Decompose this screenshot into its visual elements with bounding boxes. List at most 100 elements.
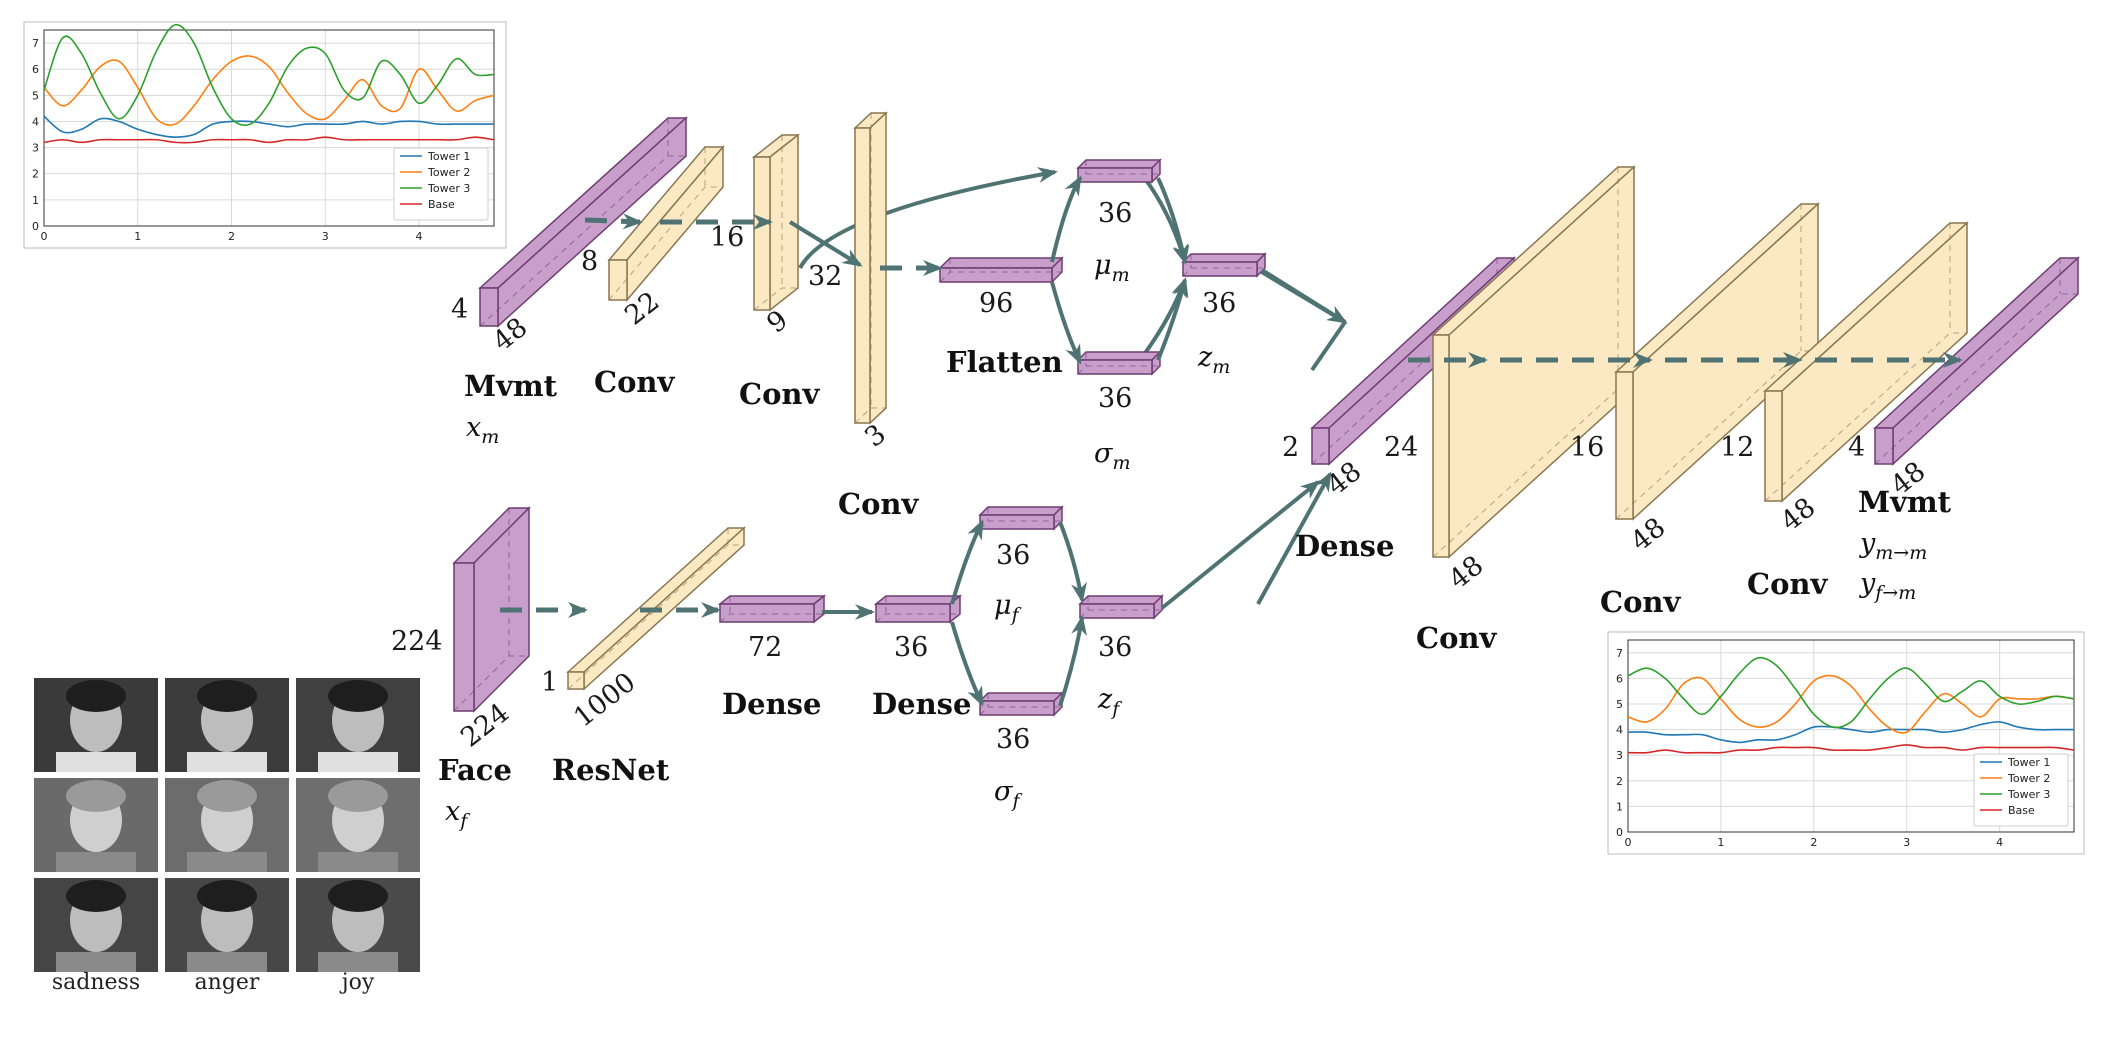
- layer-mu-m: [1076, 158, 1162, 184]
- face-caption: joy: [339, 970, 375, 995]
- label-conv1-decoder: Conv: [1416, 621, 1498, 655]
- dim-conv3-decoder-depth: 12: [1720, 432, 1754, 463]
- arrow-sigma-f-z-f: [1058, 615, 1088, 707]
- arrow-dense2-sigma-f: [950, 621, 984, 707]
- y-tick-label: 7: [32, 37, 39, 50]
- layer-resnet: [566, 526, 746, 691]
- layer-conv2-top: [751, 133, 801, 312]
- arrow-merge: [1310, 320, 1347, 372]
- legend-box: [1973, 753, 2069, 827]
- face-image: [34, 778, 158, 872]
- label-conv1-top: Conv: [594, 365, 676, 399]
- dim-mvmt-input-depth: 4: [451, 294, 468, 325]
- var-sigma-f: σf: [994, 776, 1022, 812]
- y-tick-label: 0: [32, 220, 39, 233]
- x-tick-label: 4: [1996, 836, 2003, 849]
- var-x-f: xf: [445, 796, 470, 832]
- label-mvmt-input: Mvmt: [464, 369, 558, 403]
- layer-mu-f: [978, 505, 1064, 531]
- legend-label: Tower 2: [2007, 772, 2050, 785]
- layer-z-m: [1181, 252, 1267, 278]
- series-line: [1627, 674, 2075, 734]
- dim-flatten: 96: [979, 288, 1013, 319]
- dim-z-m: 36: [1202, 288, 1236, 319]
- dim-z-f: 36: [1098, 632, 1132, 663]
- y-tick-label: 6: [1616, 672, 1623, 685]
- y-tick-label: 2: [32, 168, 39, 181]
- layer-dense2-bottom: [873, 594, 963, 624]
- var-y-m-m: ym→m: [1859, 528, 1927, 564]
- y-tick-label: 3: [32, 142, 39, 155]
- arrow-conv2-conv3: [788, 220, 863, 267]
- x-tick-label: 4: [416, 230, 423, 243]
- dim-conv2-depth: 16: [710, 222, 744, 253]
- arrow-z-m-dense: [1260, 268, 1348, 324]
- dim-sigma-m: 36: [1098, 383, 1132, 414]
- y-tick-label: 6: [32, 63, 39, 76]
- face-image: [34, 678, 158, 772]
- label-flatten: Flatten: [946, 345, 1063, 379]
- x-tick-label: 0: [1625, 836, 1632, 849]
- arrow-mu-m-z-m: [1156, 177, 1190, 265]
- arrow-z-f-dense: [1160, 480, 1321, 610]
- arrow-mu-f-z-f: [1058, 521, 1087, 603]
- var-y-f-m: yf→m: [1859, 568, 1916, 604]
- y-tick-label: 5: [1616, 698, 1623, 711]
- label-conv2-top: Conv: [739, 377, 821, 411]
- dim-dense1-bottom: 72: [748, 632, 782, 663]
- face-image: [296, 678, 420, 772]
- series-line: [1627, 656, 2075, 729]
- legend-box: [393, 147, 489, 221]
- x-tick-label: 3: [1903, 836, 1910, 849]
- legend-label: Base: [428, 198, 455, 211]
- series-line: [43, 23, 495, 127]
- label-dense-decoder: Dense: [1295, 529, 1394, 563]
- y-tick-label: 5: [32, 89, 39, 102]
- y-tick-label: 2: [1616, 775, 1623, 788]
- dim-dense2-bottom: 36: [894, 632, 928, 663]
- layers: [452, 111, 2080, 717]
- legend-label: Base: [2008, 804, 2035, 817]
- legend-label: Tower 3: [427, 182, 470, 195]
- dim-conv3-depth: 32: [808, 261, 842, 292]
- y-tick-label: 1: [32, 194, 39, 207]
- series-line: [43, 115, 494, 138]
- dim-dense-decoder-depth: 2: [1282, 432, 1299, 463]
- arrow-flatten-mu-m: [1050, 175, 1082, 263]
- face-image: [34, 878, 158, 972]
- layer-dense1-bottom: [717, 594, 827, 624]
- var-x-m: xm: [466, 412, 499, 448]
- label-resnet: ResNet: [552, 753, 670, 787]
- face-image: [296, 778, 420, 872]
- series-line: [1627, 744, 2075, 754]
- legend-label: Tower 3: [2007, 788, 2050, 801]
- y-tick-label: 1: [1616, 800, 1623, 813]
- dim-resnet-depth: 1: [541, 667, 558, 698]
- dim-face-height: 224: [391, 626, 443, 657]
- x-tick-label: 1: [134, 230, 141, 243]
- dim-mvmt-output-depth: 4: [1848, 432, 1865, 463]
- y-tick-label: 4: [1616, 724, 1623, 737]
- y-tick-label: 0: [1616, 826, 1623, 839]
- label-conv3-top: Conv: [838, 487, 920, 521]
- plot-area: [1627, 639, 2075, 833]
- dim-conv3-width: 3: [859, 419, 892, 454]
- face-image: [296, 878, 420, 972]
- series-line: [43, 136, 495, 144]
- arrow-dense2-mu-f: [950, 519, 984, 605]
- dim-sigma-f: 36: [996, 724, 1030, 755]
- label-mvmt-output: Mvmt: [1858, 485, 1952, 519]
- var-z-m: zm: [1197, 342, 1230, 378]
- legend-label: Tower 1: [427, 150, 470, 163]
- var-sigma-m: σm: [1094, 438, 1130, 474]
- dim-conv1-decoder-depth: 24: [1384, 432, 1418, 463]
- face-image: [165, 678, 289, 772]
- x-tick-label: 2: [228, 230, 235, 243]
- series-line: [1627, 721, 2074, 744]
- dim-conv1-depth: 8: [581, 246, 598, 277]
- x-tick-label: 2: [1810, 836, 1817, 849]
- face-caption: sadness: [52, 970, 140, 995]
